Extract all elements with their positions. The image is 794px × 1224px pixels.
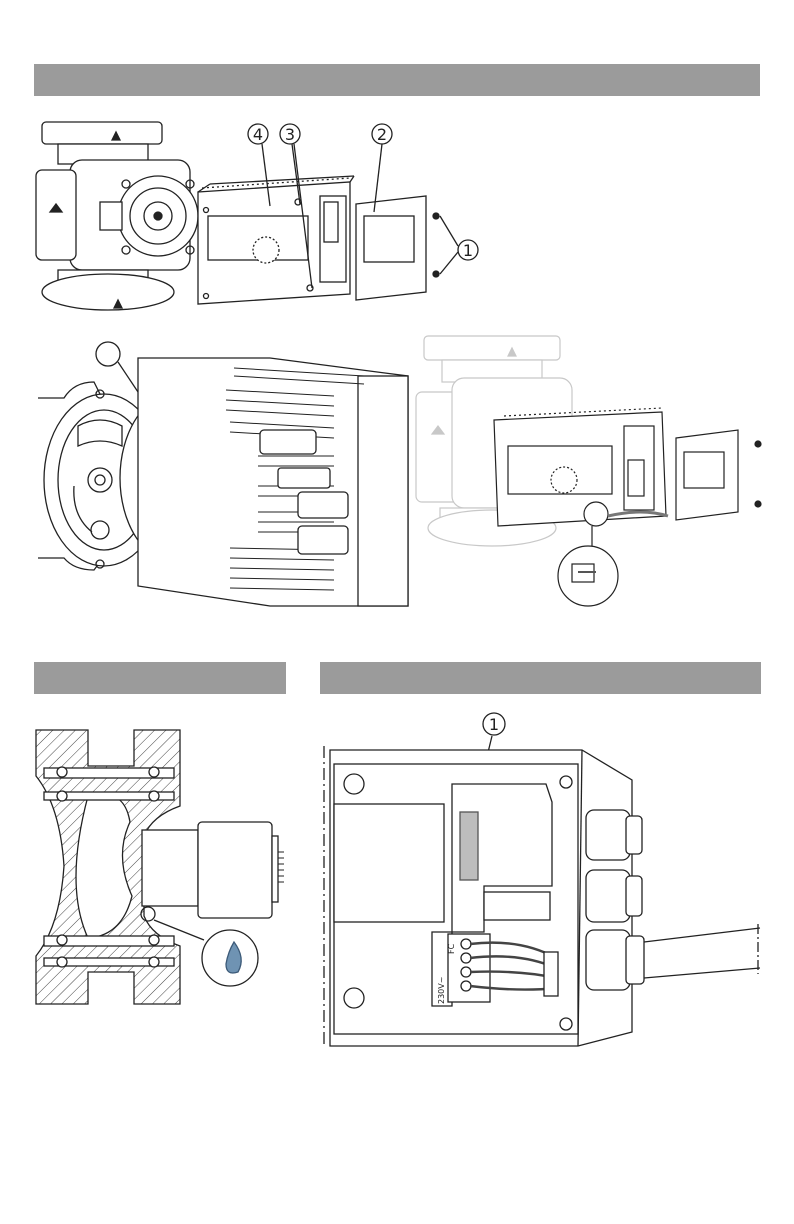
section-header-bar-left — [34, 662, 286, 694]
figure-electrical-connection: 1 FC 230V~ — [320, 706, 766, 1048]
callout-4: 4 — [253, 125, 263, 144]
callout-1-connection: 1 — [489, 715, 499, 734]
callout-1: 1 — [463, 241, 473, 260]
figure-coupling-detail — [34, 336, 410, 612]
callout-2: 2 — [377, 125, 387, 144]
section-header-bar-top — [34, 64, 760, 96]
figure-cable-routing — [412, 330, 768, 612]
figure-pump-exploded: 4 3 2 1 — [30, 112, 500, 322]
section-header-bar-right — [320, 662, 761, 694]
terminal-label-fc: FC — [447, 943, 456, 954]
callout-3: 3 — [285, 125, 295, 144]
terminal-label-230v: 230V~ — [437, 977, 446, 1004]
figure-condensate-section — [34, 726, 290, 1008]
